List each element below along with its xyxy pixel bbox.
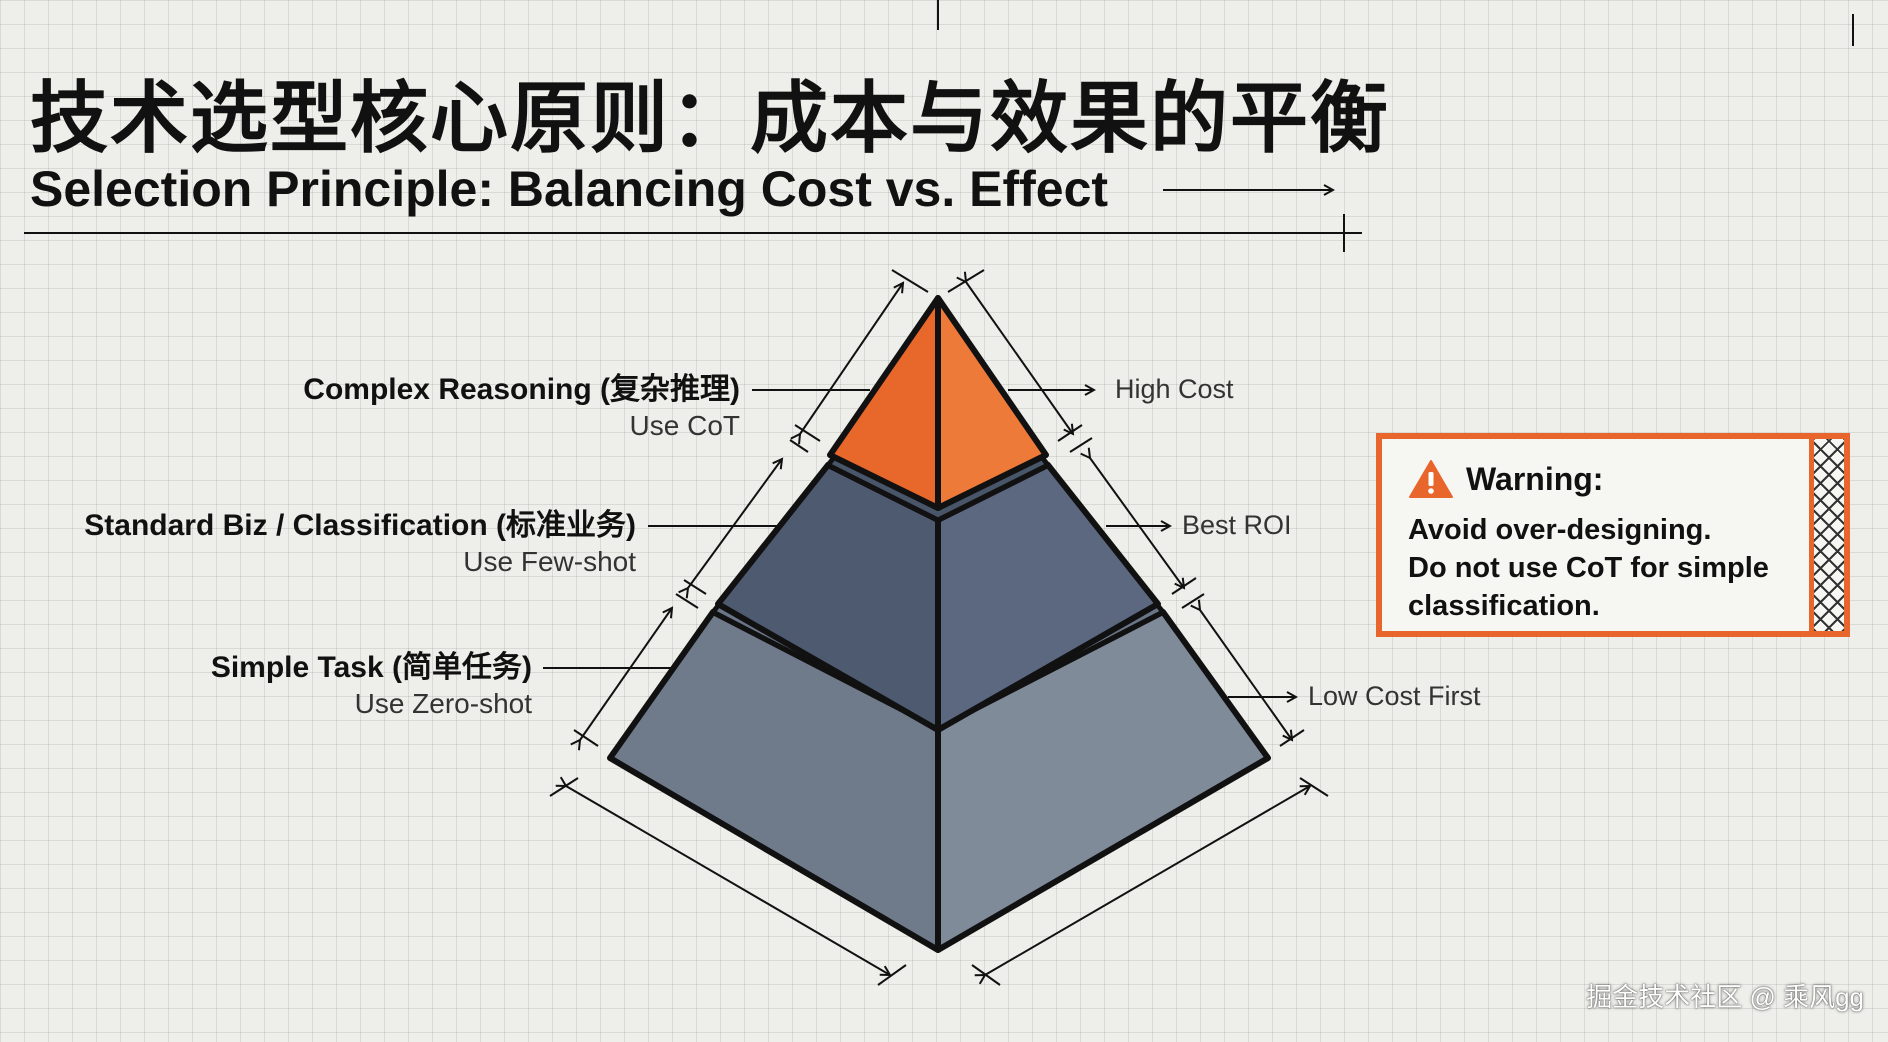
note-low-cost-first: Low Cost First [1308,681,1481,711]
tier-title: Simple Task (简单任务) [210,651,532,684]
tier-method: Use CoT [629,410,740,441]
page-title-en: Selection Principle: Balancing Cost vs. … [30,161,1109,217]
dimension-arrow [1200,610,1292,740]
note-best-roi: Best ROI [1182,510,1292,540]
tier-label-standard: Standard Biz / Classification (标准业务) Use… [84,508,636,580]
dimension-arrow [966,282,1073,434]
tier-title: Standard Biz / Classification (标准业务) [84,509,636,542]
dimension-arrow [688,459,782,588]
warning-text: Avoid over-designing. Do not use CoT for… [1408,514,1769,622]
warning-header: Warning: [1408,457,1603,501]
note-high-cost: High Cost [1115,374,1234,404]
tier-label-simple: Simple Task (简单任务) Use Zero-shot [211,650,532,722]
warning-triangle-icon [1409,460,1453,498]
watermark: 掘金技术社区 @ 乘风gg [1586,982,1864,1012]
dimension-arrow [1090,458,1184,588]
page-title-zh: 技术选型核心原则：成本与效果的平衡 [30,74,1391,164]
dimension-arrow [985,786,1310,975]
warning-title: Warning: [1466,460,1604,497]
extension-ticks [549,269,1329,986]
tier-title: Complex Reasoning (复杂推理) [303,373,740,406]
tier-label-complex: Complex Reasoning (复杂推理) Use CoT [303,372,740,444]
tier-method: Use Zero-shot [354,688,532,719]
warning-box: Warning: Avoid over-designing. Do not us… [1376,433,1850,637]
dimension-arrow [800,283,903,434]
dimension-arrow [580,608,672,740]
warning-hatch-strip [1809,439,1844,631]
dimension-arrow [566,786,890,975]
tier-method: Use Few-shot [463,546,636,577]
